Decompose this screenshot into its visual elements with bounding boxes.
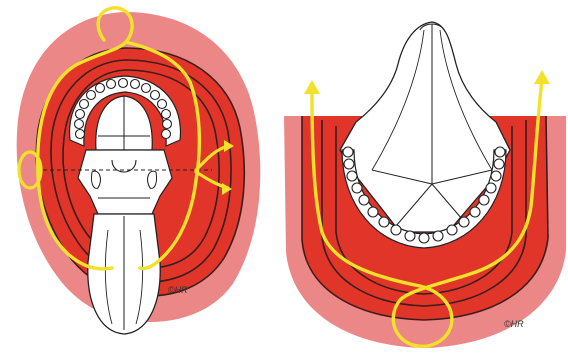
- tooth: [163, 120, 172, 129]
- tooth: [158, 100, 167, 109]
- tooth: [107, 80, 116, 89]
- tooth: [343, 147, 353, 157]
- tooth: [162, 110, 171, 119]
- tooth: [459, 217, 469, 227]
- right-panel-mandibular: ©HR: [284, 22, 566, 348]
- tooth: [379, 217, 389, 227]
- tooth: [433, 231, 443, 241]
- tooth: [344, 159, 354, 169]
- tooth: [352, 183, 362, 193]
- tooth: [119, 79, 128, 88]
- credit-right: ©HR: [504, 319, 524, 329]
- tooth: [347, 171, 357, 181]
- tooth: [131, 80, 140, 89]
- arrow-icon: [534, 70, 550, 84]
- tooth: [494, 159, 504, 169]
- tooth: [76, 130, 85, 139]
- tooth: [162, 130, 171, 139]
- tooth: [391, 225, 401, 235]
- arrow-icon: [304, 80, 320, 94]
- tooth: [447, 225, 457, 235]
- tooth: [80, 100, 89, 109]
- tooth: [486, 183, 496, 193]
- tooth: [470, 207, 480, 217]
- tonsil-left: [91, 171, 100, 188]
- tooth: [495, 147, 505, 157]
- tooth: [491, 171, 501, 181]
- tooth: [96, 84, 105, 93]
- left-panel-maxillary: ©HR: [17, 8, 261, 334]
- credit-left: ©HR: [168, 285, 188, 295]
- tooth: [419, 233, 429, 243]
- tooth: [142, 84, 151, 93]
- tonsil-right: [148, 171, 157, 188]
- tooth: [359, 195, 369, 205]
- tooth: [151, 91, 160, 100]
- tooth: [368, 207, 378, 217]
- tooth: [405, 231, 415, 241]
- tooth: [87, 91, 96, 100]
- tooth: [76, 110, 85, 119]
- tooth: [479, 195, 489, 205]
- tooth: [75, 120, 84, 129]
